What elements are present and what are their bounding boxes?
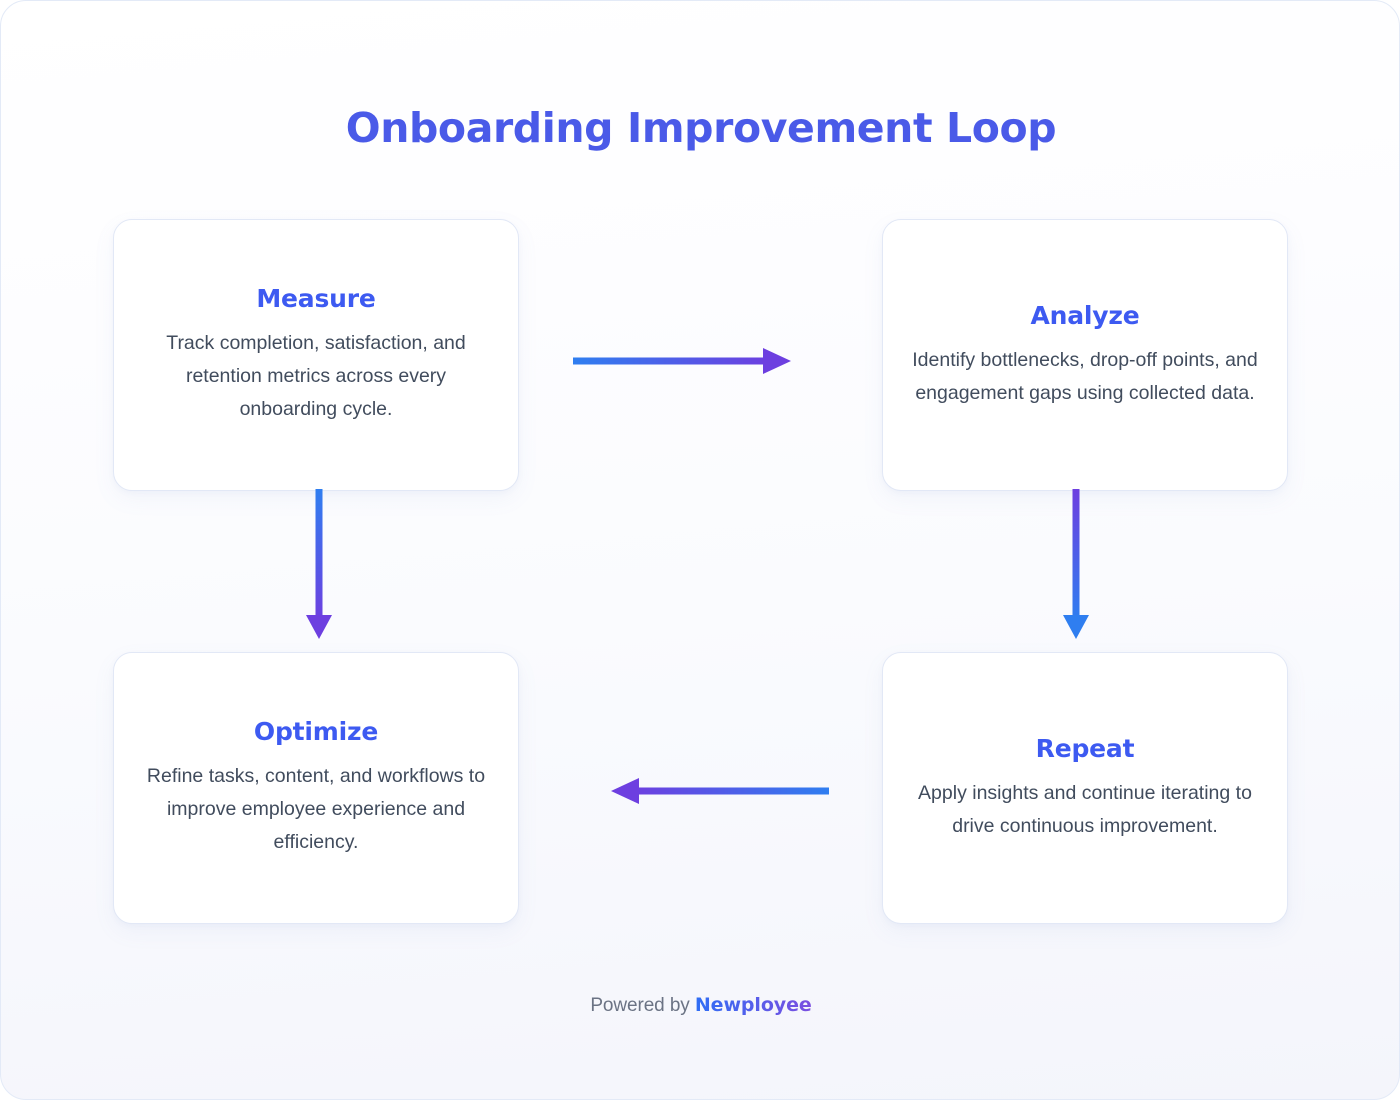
arrow-repeat-to-optimize <box>609 773 829 814</box>
card-repeat-body: Apply insights and continue iterating to… <box>918 781 1252 837</box>
arrow-analyze-to-repeat <box>1058 489 1094 646</box>
card-optimize-body: Refine tasks, content, and workflows to … <box>146 765 486 853</box>
card-measure-body: Track completion, satisfaction, and rete… <box>166 332 466 420</box>
arrow-down-icon <box>306 489 332 639</box>
card-repeat-heading: Repeat <box>1035 733 1135 763</box>
page-title: Onboarding Improvement Loop <box>345 104 1057 152</box>
footer-prefix: Powered by <box>590 995 695 1016</box>
arrow-right-icon <box>573 348 791 374</box>
card-analyze-heading: Analyze <box>1030 300 1140 330</box>
card-analyze-body: Identify bottlenecks, drop-off points, a… <box>912 348 1258 404</box>
card-optimize-heading: Optimize <box>253 717 379 746</box>
card-analyze[interactable]: Analyze Identify bottlenecks, drop-off p… <box>882 219 1288 491</box>
footer: Powered by Newployee <box>1 994 1399 1017</box>
arrow-measure-to-optimize <box>301 489 337 646</box>
card-measure-heading: Measure <box>256 284 376 313</box>
card-measure[interactable]: Measure Track completion, satisfaction, … <box>113 219 519 491</box>
card-optimize[interactable]: Optimize Refine tasks, content, and work… <box>113 652 519 924</box>
arrow-down-icon <box>1063 489 1089 639</box>
arrow-measure-to-analyze <box>573 343 793 384</box>
arrow-left-icon <box>611 778 829 804</box>
card-repeat[interactable]: Repeat Apply insights and continue itera… <box>882 652 1288 924</box>
footer-brand: Newployee <box>694 994 812 1016</box>
